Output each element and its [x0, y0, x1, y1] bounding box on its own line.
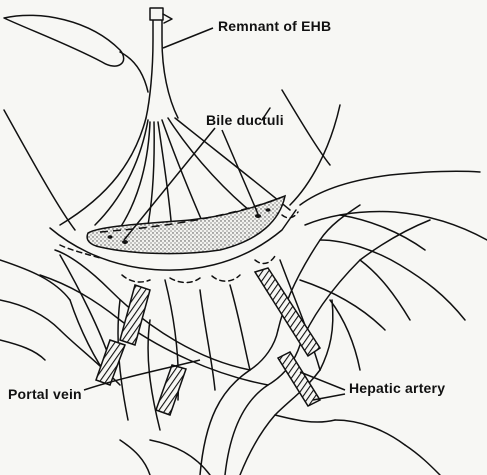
hepatic-artery-segment-3: [156, 365, 186, 415]
liver-outline-left: [4, 110, 75, 230]
bile-ductuli-region: [87, 196, 285, 254]
ehb-remnant-cord: [146, 12, 178, 118]
liver-outline-right: [290, 105, 340, 205]
label-hepatic-artery: Hepatic artery: [349, 380, 445, 396]
leader-ehb: [163, 28, 213, 48]
label-remnant-ehb: Remnant of EHB: [218, 18, 331, 34]
label-bile-ductuli: Bile ductuli: [206, 112, 284, 128]
left-liver-lobe-outline: [4, 15, 124, 66]
hepatic-artery-segment-5: [278, 352, 320, 406]
portal-vein-trunk: [200, 330, 278, 475]
label-portal-vein: Portal vein: [8, 386, 82, 402]
ehb-ligature: [150, 8, 163, 20]
hepatic-artery-segment-1: [120, 285, 150, 345]
